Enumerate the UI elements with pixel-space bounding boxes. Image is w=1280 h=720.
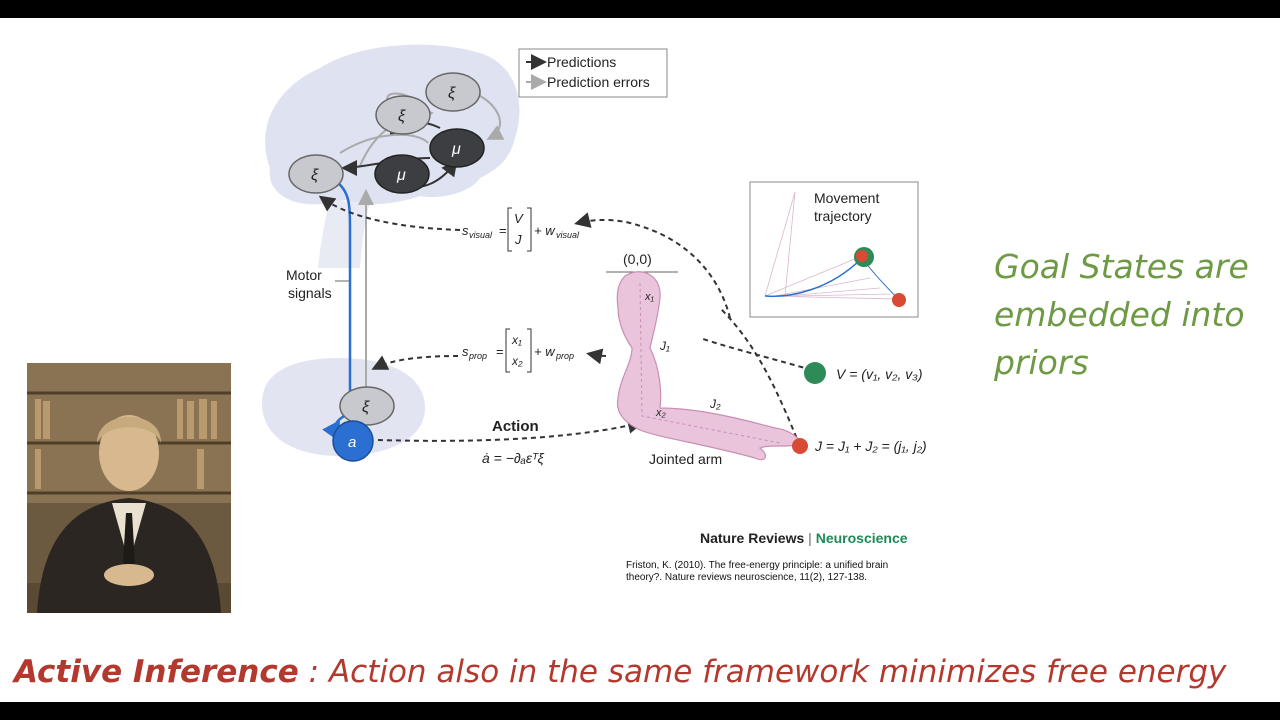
v-equation: V = (v₁, v₂, v₃) — [836, 366, 922, 382]
node-mu-x1-label: μ — [396, 167, 406, 184]
w-visual-label: + w — [534, 223, 556, 238]
footer-bold: Active Inference — [14, 654, 299, 690]
svg-text:x₁: x₁ — [644, 291, 655, 303]
node-xi-x1-label: ξ — [398, 108, 406, 125]
slide: ξ ξ μ ξ μ ξ a Predictions Prediction err… — [0, 18, 1280, 702]
journal-name-a: Nature Reviews — [700, 530, 805, 546]
brain-diagram: ξ ξ μ ξ μ ξ a Predictions Prediction err… — [262, 44, 927, 467]
svg-text:J: J — [514, 232, 522, 247]
movement-trajectory-label-2: trajectory — [814, 208, 872, 224]
motor-signals-label-2: signals — [288, 285, 332, 301]
side-text: Goal States are embedded into priors — [994, 243, 1274, 387]
citation: Friston, K. (2010). The free-energy prin… — [626, 560, 889, 583]
svg-text:J₂: J₂ — [709, 397, 721, 411]
v-green-dot — [804, 362, 826, 384]
svg-text:x₂: x₂ — [655, 407, 667, 419]
movement-trajectory-label-1: Movement — [814, 190, 879, 206]
action-title: Action — [492, 418, 539, 435]
journal-separator: | — [808, 530, 812, 546]
node-xi-v1 — [288, 154, 344, 194]
presenter-photo — [27, 363, 231, 613]
node-xi-v2 — [425, 72, 481, 112]
side-text-line-2: embedded into — [994, 295, 1245, 334]
legend-prediction-errors: Prediction errors — [547, 74, 650, 90]
brainstem-shape — [318, 200, 370, 268]
node-mu-v1 — [429, 128, 485, 168]
arm-shape — [616, 271, 801, 461]
node-mu-v1-label: μ — [451, 141, 461, 158]
legend-predictions: Predictions — [547, 54, 616, 70]
node-xi-v2-label: ξ — [448, 85, 456, 102]
node-xi-v1-spinal-label: ξ — [362, 399, 370, 416]
svg-text:V: V — [514, 211, 524, 226]
svg-text:J₁: J₁ — [659, 339, 670, 353]
j-equation: J = J₁ + J₂ = (j₁, j₂) — [814, 438, 927, 454]
start-dot-box-b — [892, 293, 906, 307]
jointed-arm-label: Jointed arm — [649, 451, 722, 467]
svg-text:visual: visual — [469, 230, 493, 240]
s-prop-label: s — [462, 344, 469, 359]
node-xi-v1-spinal — [339, 386, 395, 426]
trajectory-lines — [764, 191, 899, 300]
svg-text:x₂: x₂ — [511, 354, 523, 368]
svg-text:visual: visual — [556, 230, 580, 240]
motor-signals-label-1: Motor — [286, 267, 322, 283]
footer-statement: Active Inference : Action also in the sa… — [14, 654, 1280, 690]
svg-text:=: = — [499, 223, 507, 238]
motor-signal-line — [322, 182, 352, 443]
node-action — [332, 420, 374, 462]
w-prop-label: + w — [534, 344, 556, 359]
journal-name-b: Neuroscience — [815, 530, 908, 546]
svg-text:prop: prop — [468, 351, 487, 361]
s-visual-label: s — [462, 223, 469, 238]
action-equation: ȧ = −∂ₐεᵀξ — [482, 450, 545, 466]
journal-source: Nature Reviews | Neuroscience — [700, 530, 908, 546]
node-mu-x1 — [374, 154, 430, 194]
start-dot-box-a — [856, 250, 868, 262]
footer-rest: : Action also in the same framework mini… — [298, 654, 1227, 690]
origin-label: (0,0) — [623, 251, 652, 267]
side-text-line-3: priors — [994, 343, 1089, 382]
node-xi-v1-label: ξ — [311, 167, 319, 184]
side-text-line-1: Goal States are — [994, 247, 1249, 286]
node-action-label: a — [348, 434, 356, 451]
node-xi-x1 — [375, 95, 431, 135]
j-red-dot — [792, 438, 808, 454]
svg-text:=: = — [496, 344, 504, 359]
svg-text:prop: prop — [555, 351, 574, 361]
svg-text:x₁: x₁ — [511, 333, 522, 347]
